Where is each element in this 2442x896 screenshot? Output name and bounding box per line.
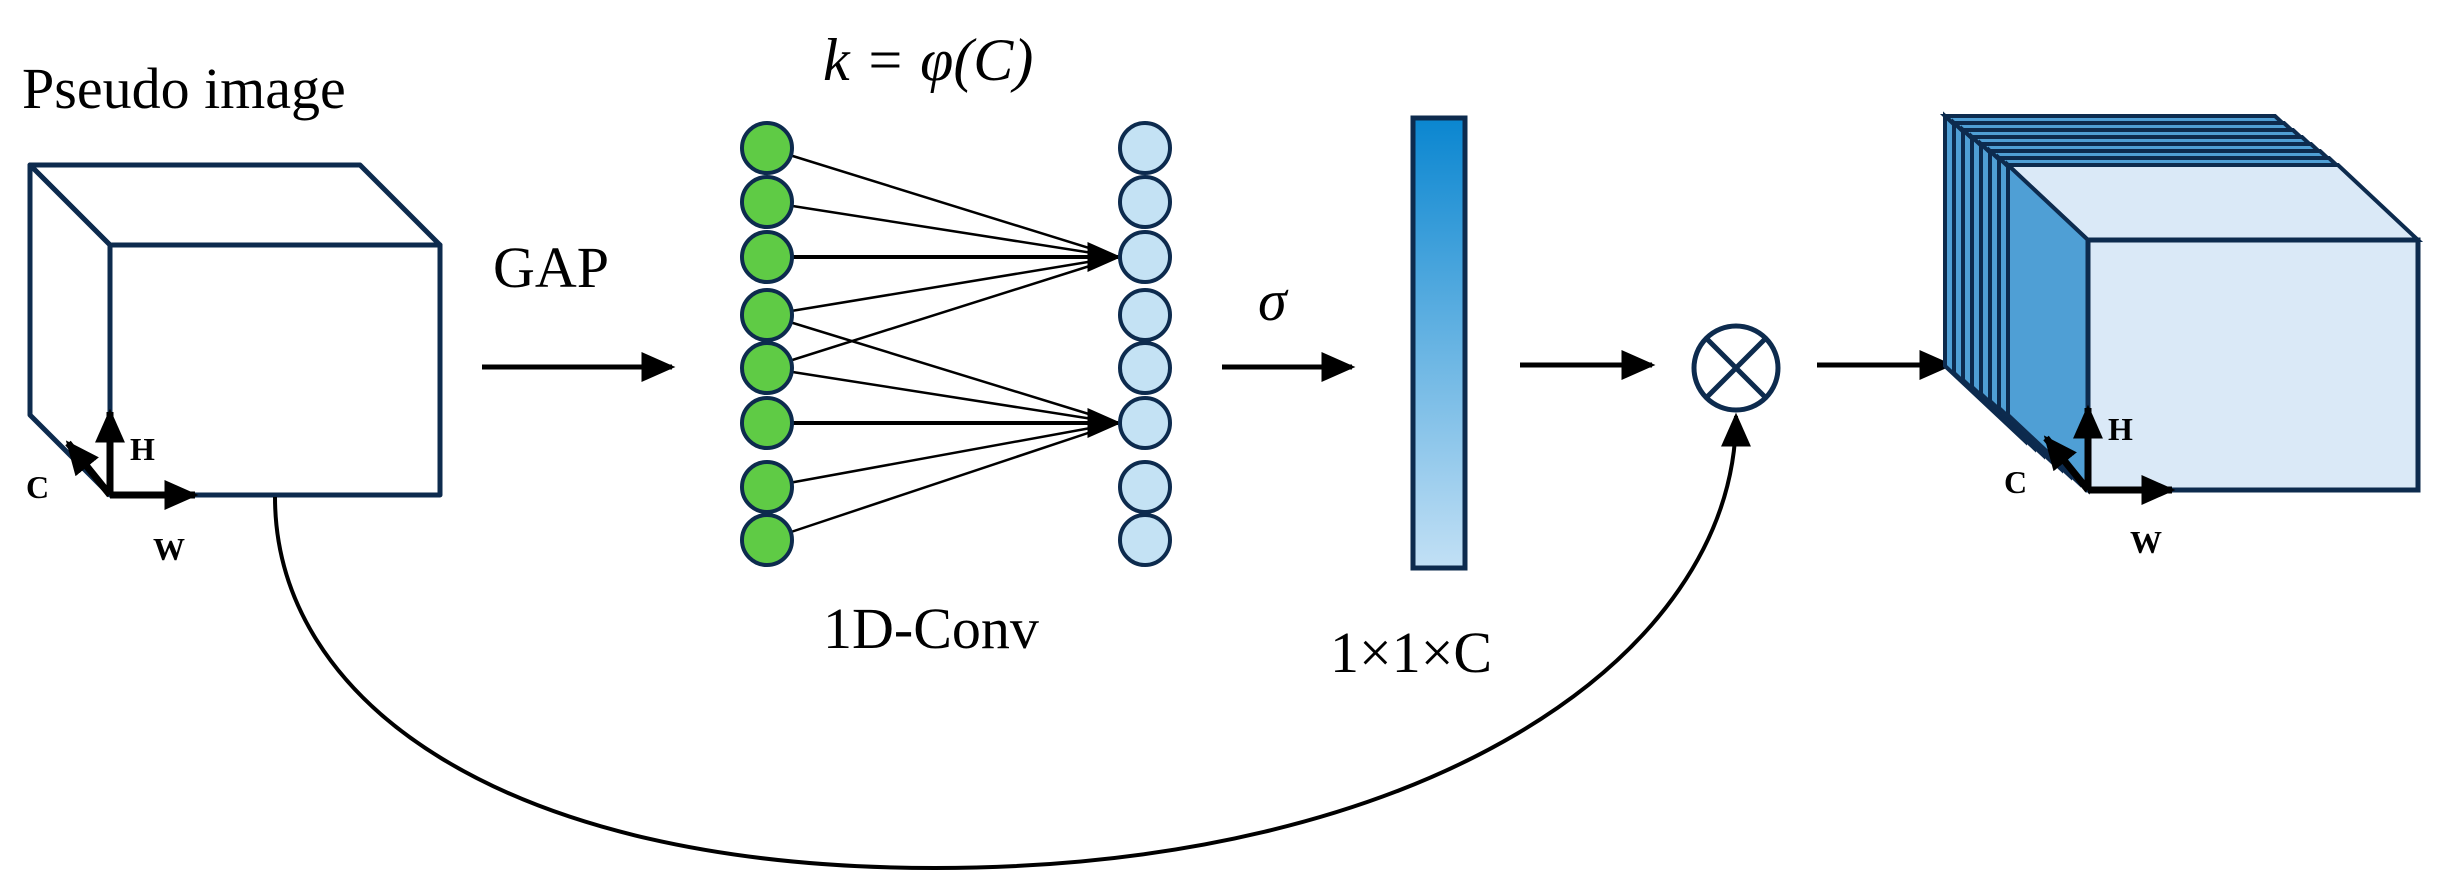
conv-edge (766, 313, 1119, 425)
pseudo-image-label: Pseudo image (22, 56, 346, 121)
sigma-label: σ (1258, 268, 1289, 333)
circle-times-icon (1691, 323, 1781, 413)
input-node (740, 288, 794, 342)
output-cube: H W C (1939, 111, 2424, 560)
k-formula: k = φ(C) (823, 27, 1033, 93)
output-axis-w-label: W (2130, 524, 2162, 560)
output-node (1118, 396, 1172, 450)
conv-edge (766, 255, 1119, 370)
output-node (1118, 341, 1172, 395)
conv-label: 1D-Conv (823, 596, 1039, 661)
output-slice (2002, 160, 2424, 495)
output-axis-h-label: H (2108, 411, 2133, 447)
conv-edge (766, 255, 1119, 317)
output-node (1118, 175, 1172, 229)
weight-bar (1410, 115, 1468, 571)
skip-connection-arrow (273, 412, 1751, 871)
conv-connections (766, 146, 1122, 542)
input-node (740, 341, 794, 395)
input-node (740, 513, 794, 567)
input-node (740, 230, 794, 284)
axis-w-label: W (153, 531, 185, 567)
channel-weight-vector: 1×1×C (1330, 115, 1492, 685)
size-label-text: 1×1×C (1330, 620, 1492, 685)
output-slices (1939, 111, 2424, 495)
pseudo-image-cube: Pseudo image H W C (22, 56, 443, 567)
cube-front-face (107, 242, 443, 498)
input-channel-nodes (740, 121, 794, 567)
output-node (1118, 460, 1172, 514)
input-node (740, 396, 794, 450)
sigmoid-step: σ (1222, 268, 1356, 382)
conv-edge (766, 366, 1119, 425)
size-label: 1×1×C (1330, 620, 1492, 685)
axis-c-label: C (26, 469, 49, 505)
output-channel-nodes (1118, 121, 1172, 567)
conv-network: k = φ(C) 1D-Conv (740, 27, 1172, 661)
output-axes: H W C (2004, 404, 2176, 560)
output-node (1118, 513, 1172, 567)
input-node (740, 460, 794, 514)
input-node (740, 121, 794, 175)
output-axis-c-arrow (2043, 435, 2091, 493)
conv-edge (766, 146, 1119, 259)
multiply-step (273, 323, 1954, 871)
gap-step: GAP (482, 235, 676, 382)
output-node (1118, 288, 1172, 342)
input-axes: H W C (26, 408, 199, 567)
conv-edge (766, 421, 1119, 489)
axis-h-label: H (130, 431, 155, 467)
conv-edge (766, 421, 1119, 542)
output-node (1118, 230, 1172, 284)
gap-label: GAP (493, 235, 609, 300)
input-node (740, 175, 794, 229)
output-axis-c-label: C (2004, 464, 2027, 500)
output-node (1118, 121, 1172, 175)
axis-c-arrow (65, 440, 113, 498)
conv-edge (766, 200, 1119, 259)
